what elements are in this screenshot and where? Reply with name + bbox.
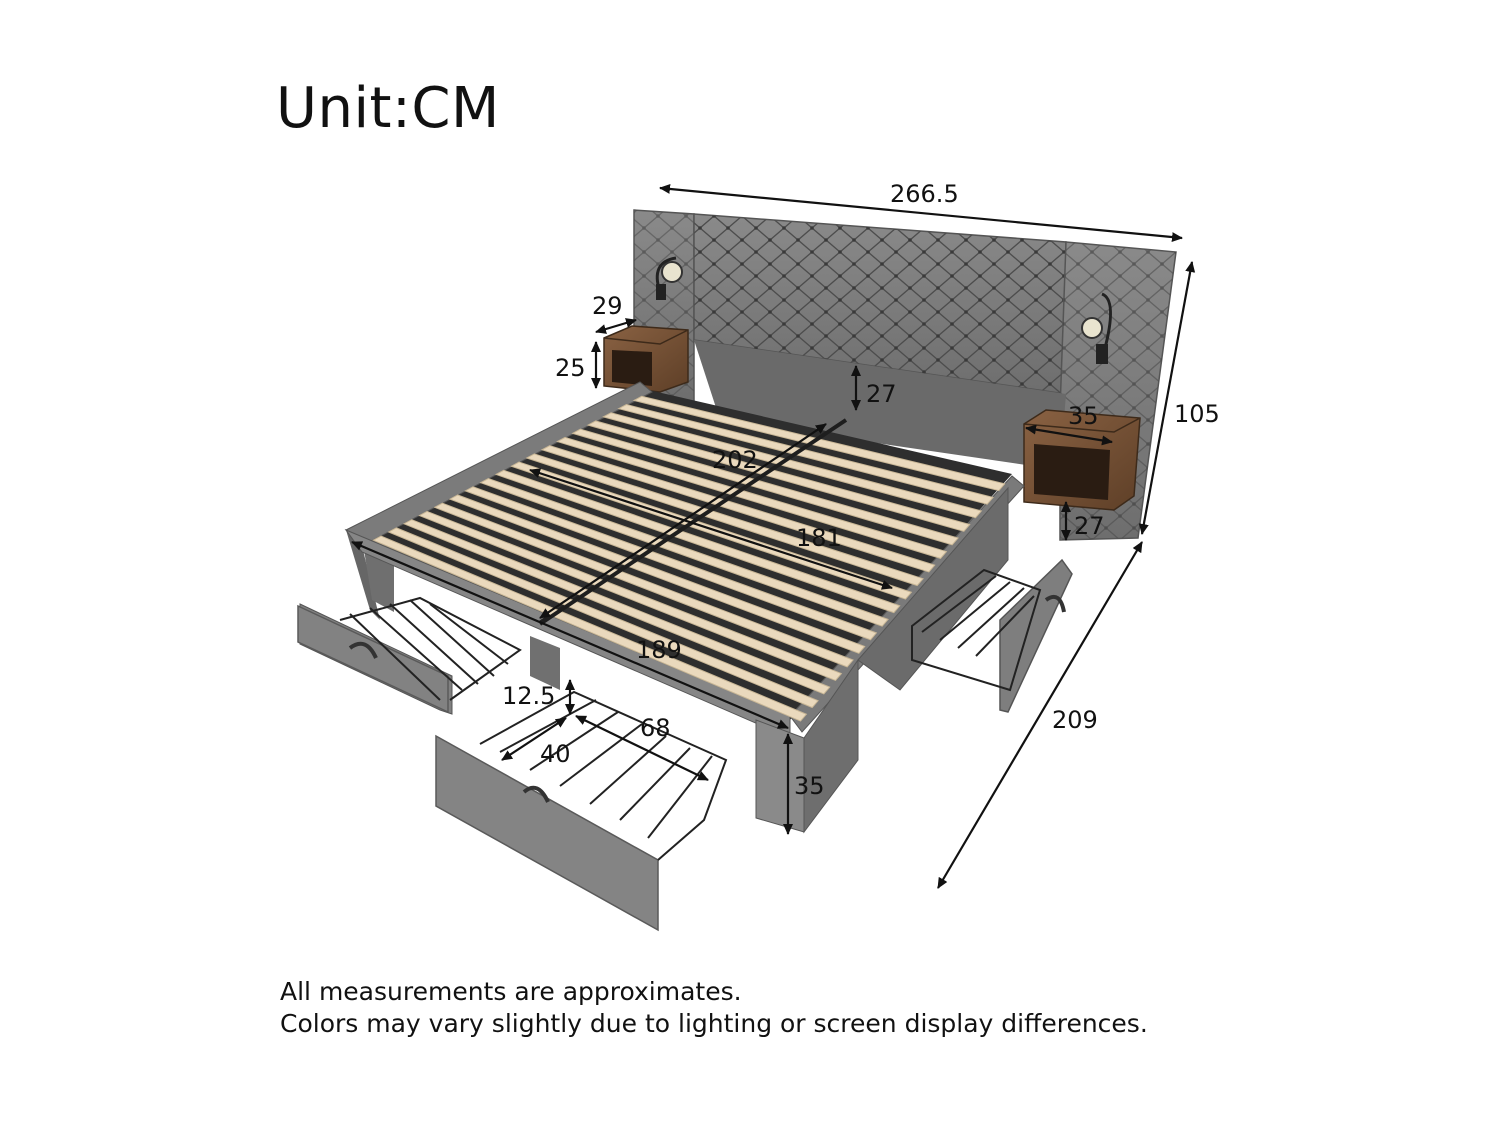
label-nightstand-height: 25 bbox=[555, 354, 586, 382]
nightstand-depth-line bbox=[1025, 424, 1113, 446]
width-dimension-line bbox=[659, 183, 1183, 243]
nightstand-width-line bbox=[595, 318, 637, 334]
label-mattress-width: 181 bbox=[796, 524, 842, 552]
drawer-width-line bbox=[501, 717, 567, 761]
reading-lamp-right-icon bbox=[1081, 292, 1113, 364]
dimension-lines bbox=[351, 183, 1196, 889]
disclaimer-notes: All measurements are approximates. Color… bbox=[280, 976, 1148, 1040]
label-overall-width: 266.5 bbox=[890, 180, 959, 208]
reading-lamp-left-icon bbox=[655, 256, 683, 300]
label-headboard-clearance: 27 bbox=[866, 380, 897, 408]
label-nightstand-width: 29 bbox=[592, 292, 623, 320]
label-nightstand-depth: 35 bbox=[1068, 402, 1099, 430]
label-drawer-height: 12.5 bbox=[502, 682, 555, 710]
drawer-length-line bbox=[575, 715, 709, 781]
drawer-handle-center-icon bbox=[522, 785, 550, 803]
label-drawer-length: 68 bbox=[640, 714, 671, 742]
frame-length-line bbox=[351, 540, 789, 730]
length-dimension-line bbox=[937, 541, 1143, 889]
nightstand-left bbox=[603, 325, 689, 393]
note-colors: Colors may vary slightly due to lighting… bbox=[280, 1009, 1148, 1038]
mattress-width-line bbox=[529, 468, 893, 590]
label-leg-height: 35 bbox=[794, 772, 825, 800]
label-nightstand-clearance: 27 bbox=[1074, 512, 1105, 540]
dimension-labels: 266.5 105 209 29 25 35 27 27 202 181 189… bbox=[502, 180, 1220, 800]
label-drawer-width: 40 bbox=[540, 740, 571, 768]
label-overall-length: 209 bbox=[1052, 706, 1098, 734]
drawer-front-left bbox=[297, 596, 522, 715]
note-measurements: All measurements are approximates. bbox=[280, 977, 742, 1006]
label-overall-height: 105 bbox=[1174, 400, 1220, 428]
height-dimension-line bbox=[1138, 261, 1196, 535]
label-frame-length: 189 bbox=[636, 636, 682, 664]
unit-label: Unit:CM bbox=[276, 76, 500, 141]
label-mattress-length: 202 bbox=[712, 446, 758, 474]
drawer-front-center bbox=[435, 690, 728, 932]
